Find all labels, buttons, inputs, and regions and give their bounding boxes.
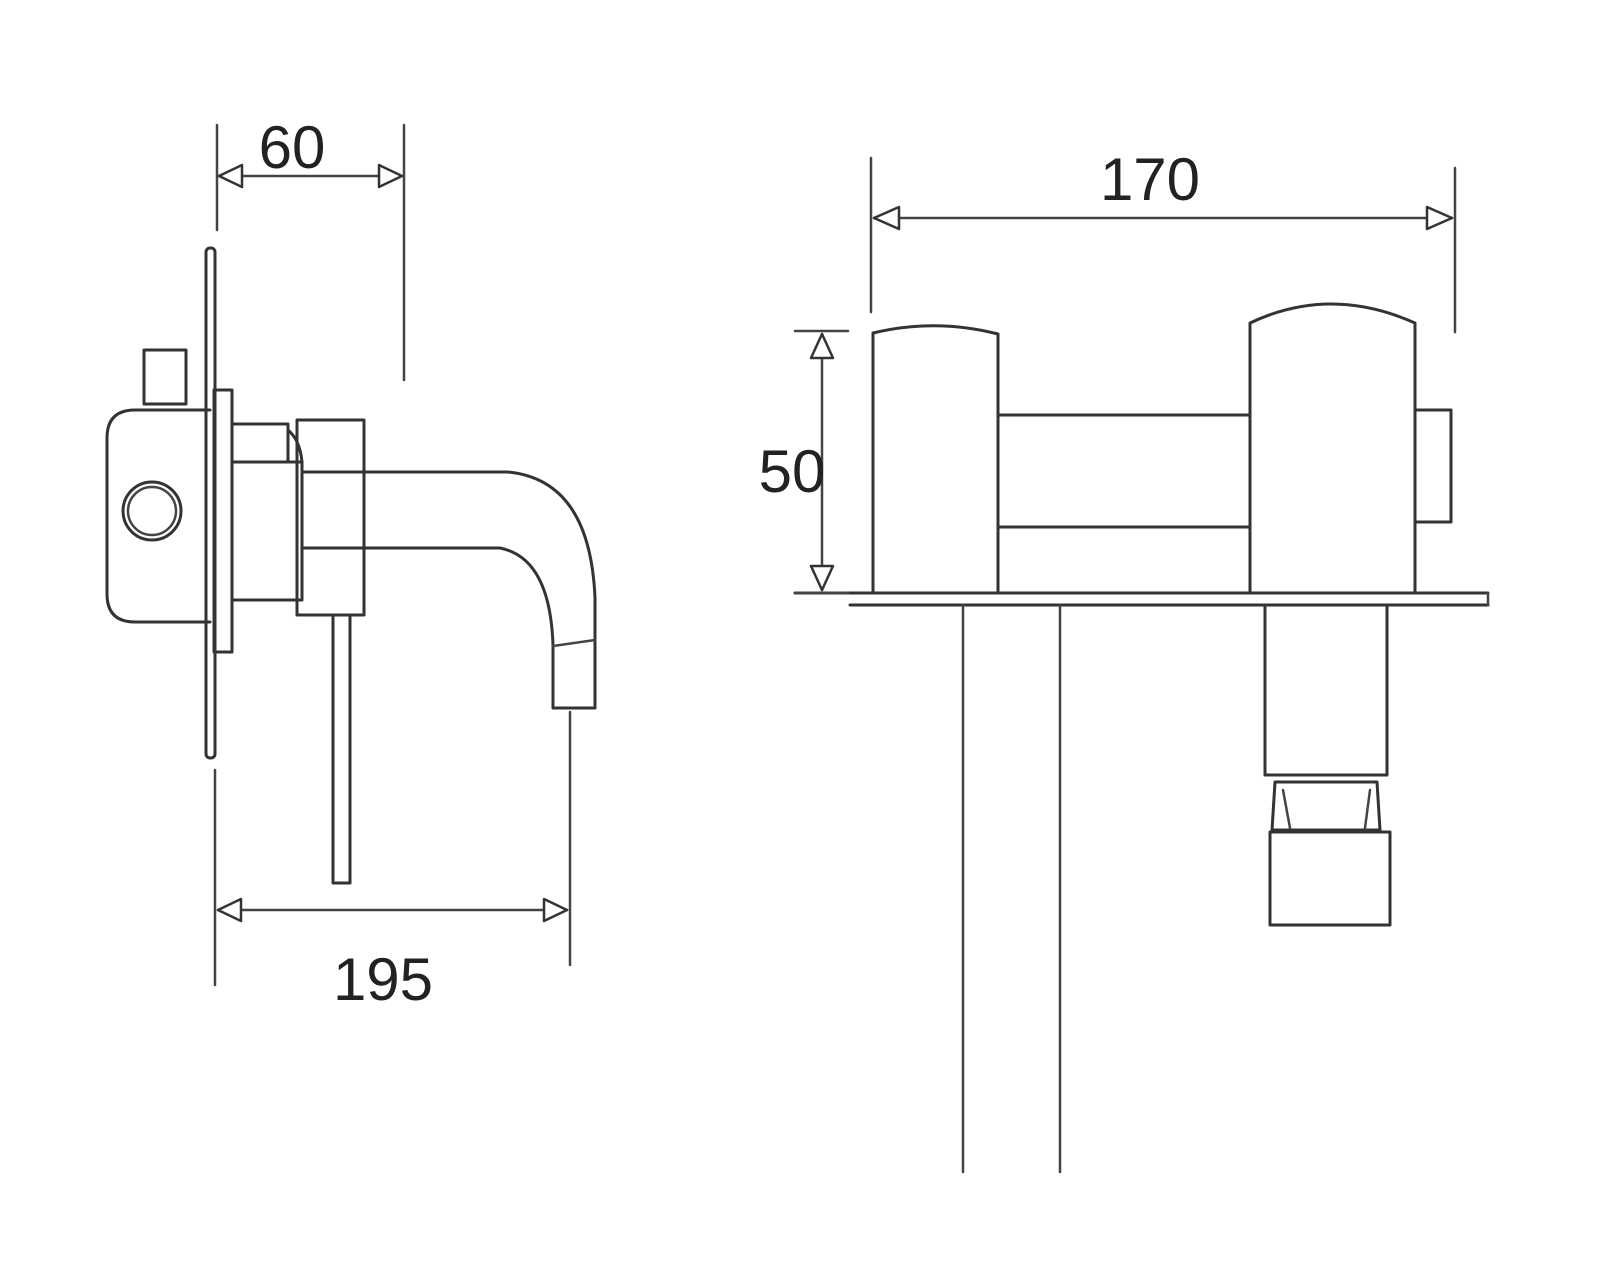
front-view: 170 50 — [759, 146, 1490, 1174]
cross-bar — [996, 413, 1252, 529]
spout-neck — [1263, 603, 1389, 777]
right-handle — [1248, 302, 1417, 595]
dim-195-label: 195 — [333, 946, 433, 1013]
spout-joint-line-left — [1281, 788, 1292, 830]
spout — [300, 470, 597, 710]
spout-joint-line-right — [1363, 788, 1372, 830]
valve-block — [295, 418, 366, 617]
connector-body — [230, 460, 304, 602]
dim-170-label: 170 — [1100, 146, 1200, 213]
lever-rod — [331, 613, 352, 885]
dim-195-arrow-left — [216, 897, 243, 923]
dim-50-label: 50 — [759, 438, 826, 505]
top-handle — [142, 348, 188, 406]
spout-joint — [1270, 780, 1382, 832]
side-view: 60 195 — [105, 114, 597, 1013]
dim-50-arrow-top — [809, 332, 835, 360]
flange — [212, 388, 234, 654]
side-stub — [1413, 408, 1453, 524]
spout-aerator-line — [551, 638, 597, 648]
connector-upper — [230, 422, 290, 464]
rear-cap-inner — [126, 485, 178, 537]
left-handle — [871, 324, 1000, 595]
dim-170-arrow-right — [1425, 205, 1454, 231]
dim-195-arrow-right — [542, 897, 569, 923]
rear-body — [105, 408, 212, 624]
dim-60-arrow-left — [217, 163, 244, 189]
dim-60-label: 60 — [259, 114, 326, 181]
rear-cap-outer — [121, 480, 183, 542]
dim-60-arrow-right — [377, 163, 404, 189]
dim-50-arrow-bottom — [809, 564, 835, 592]
dim-170-arrow-left — [872, 205, 901, 231]
spout-outlet — [1268, 830, 1392, 927]
connector-neck — [286, 428, 304, 464]
